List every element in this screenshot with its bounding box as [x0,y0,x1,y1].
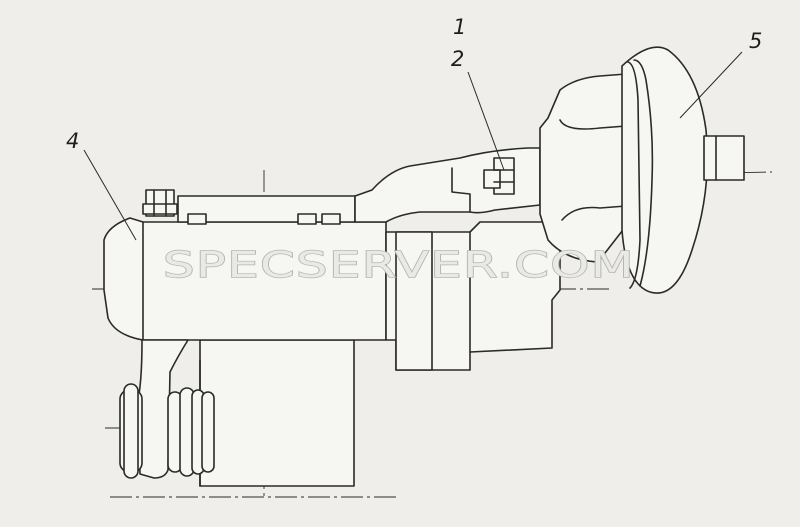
bellows-boot [119,383,215,479]
leader-5 [679,51,743,119]
lower-housing [199,339,355,487]
watermark-text: SPECSERVER.COM [163,245,635,286]
bolt-head-right-2 [321,213,341,225]
bolt-head-left [187,213,207,225]
leader-4 [83,149,137,241]
flange-plate [395,231,433,371]
leader-2 [467,71,505,171]
fastener-nut [483,157,515,195]
top-bolt [142,189,178,217]
callout-5: 5 [749,29,762,53]
callout-1: 1 [453,15,466,39]
lever-arm [137,339,189,479]
leader-lines [83,51,743,241]
cylinder-body [103,217,387,341]
callout-2: 2 [451,47,464,71]
bolt-head-right [297,213,317,225]
brake-chamber [539,46,745,294]
callout-4: 4 [66,129,79,153]
neck-inner-step [451,167,471,213]
